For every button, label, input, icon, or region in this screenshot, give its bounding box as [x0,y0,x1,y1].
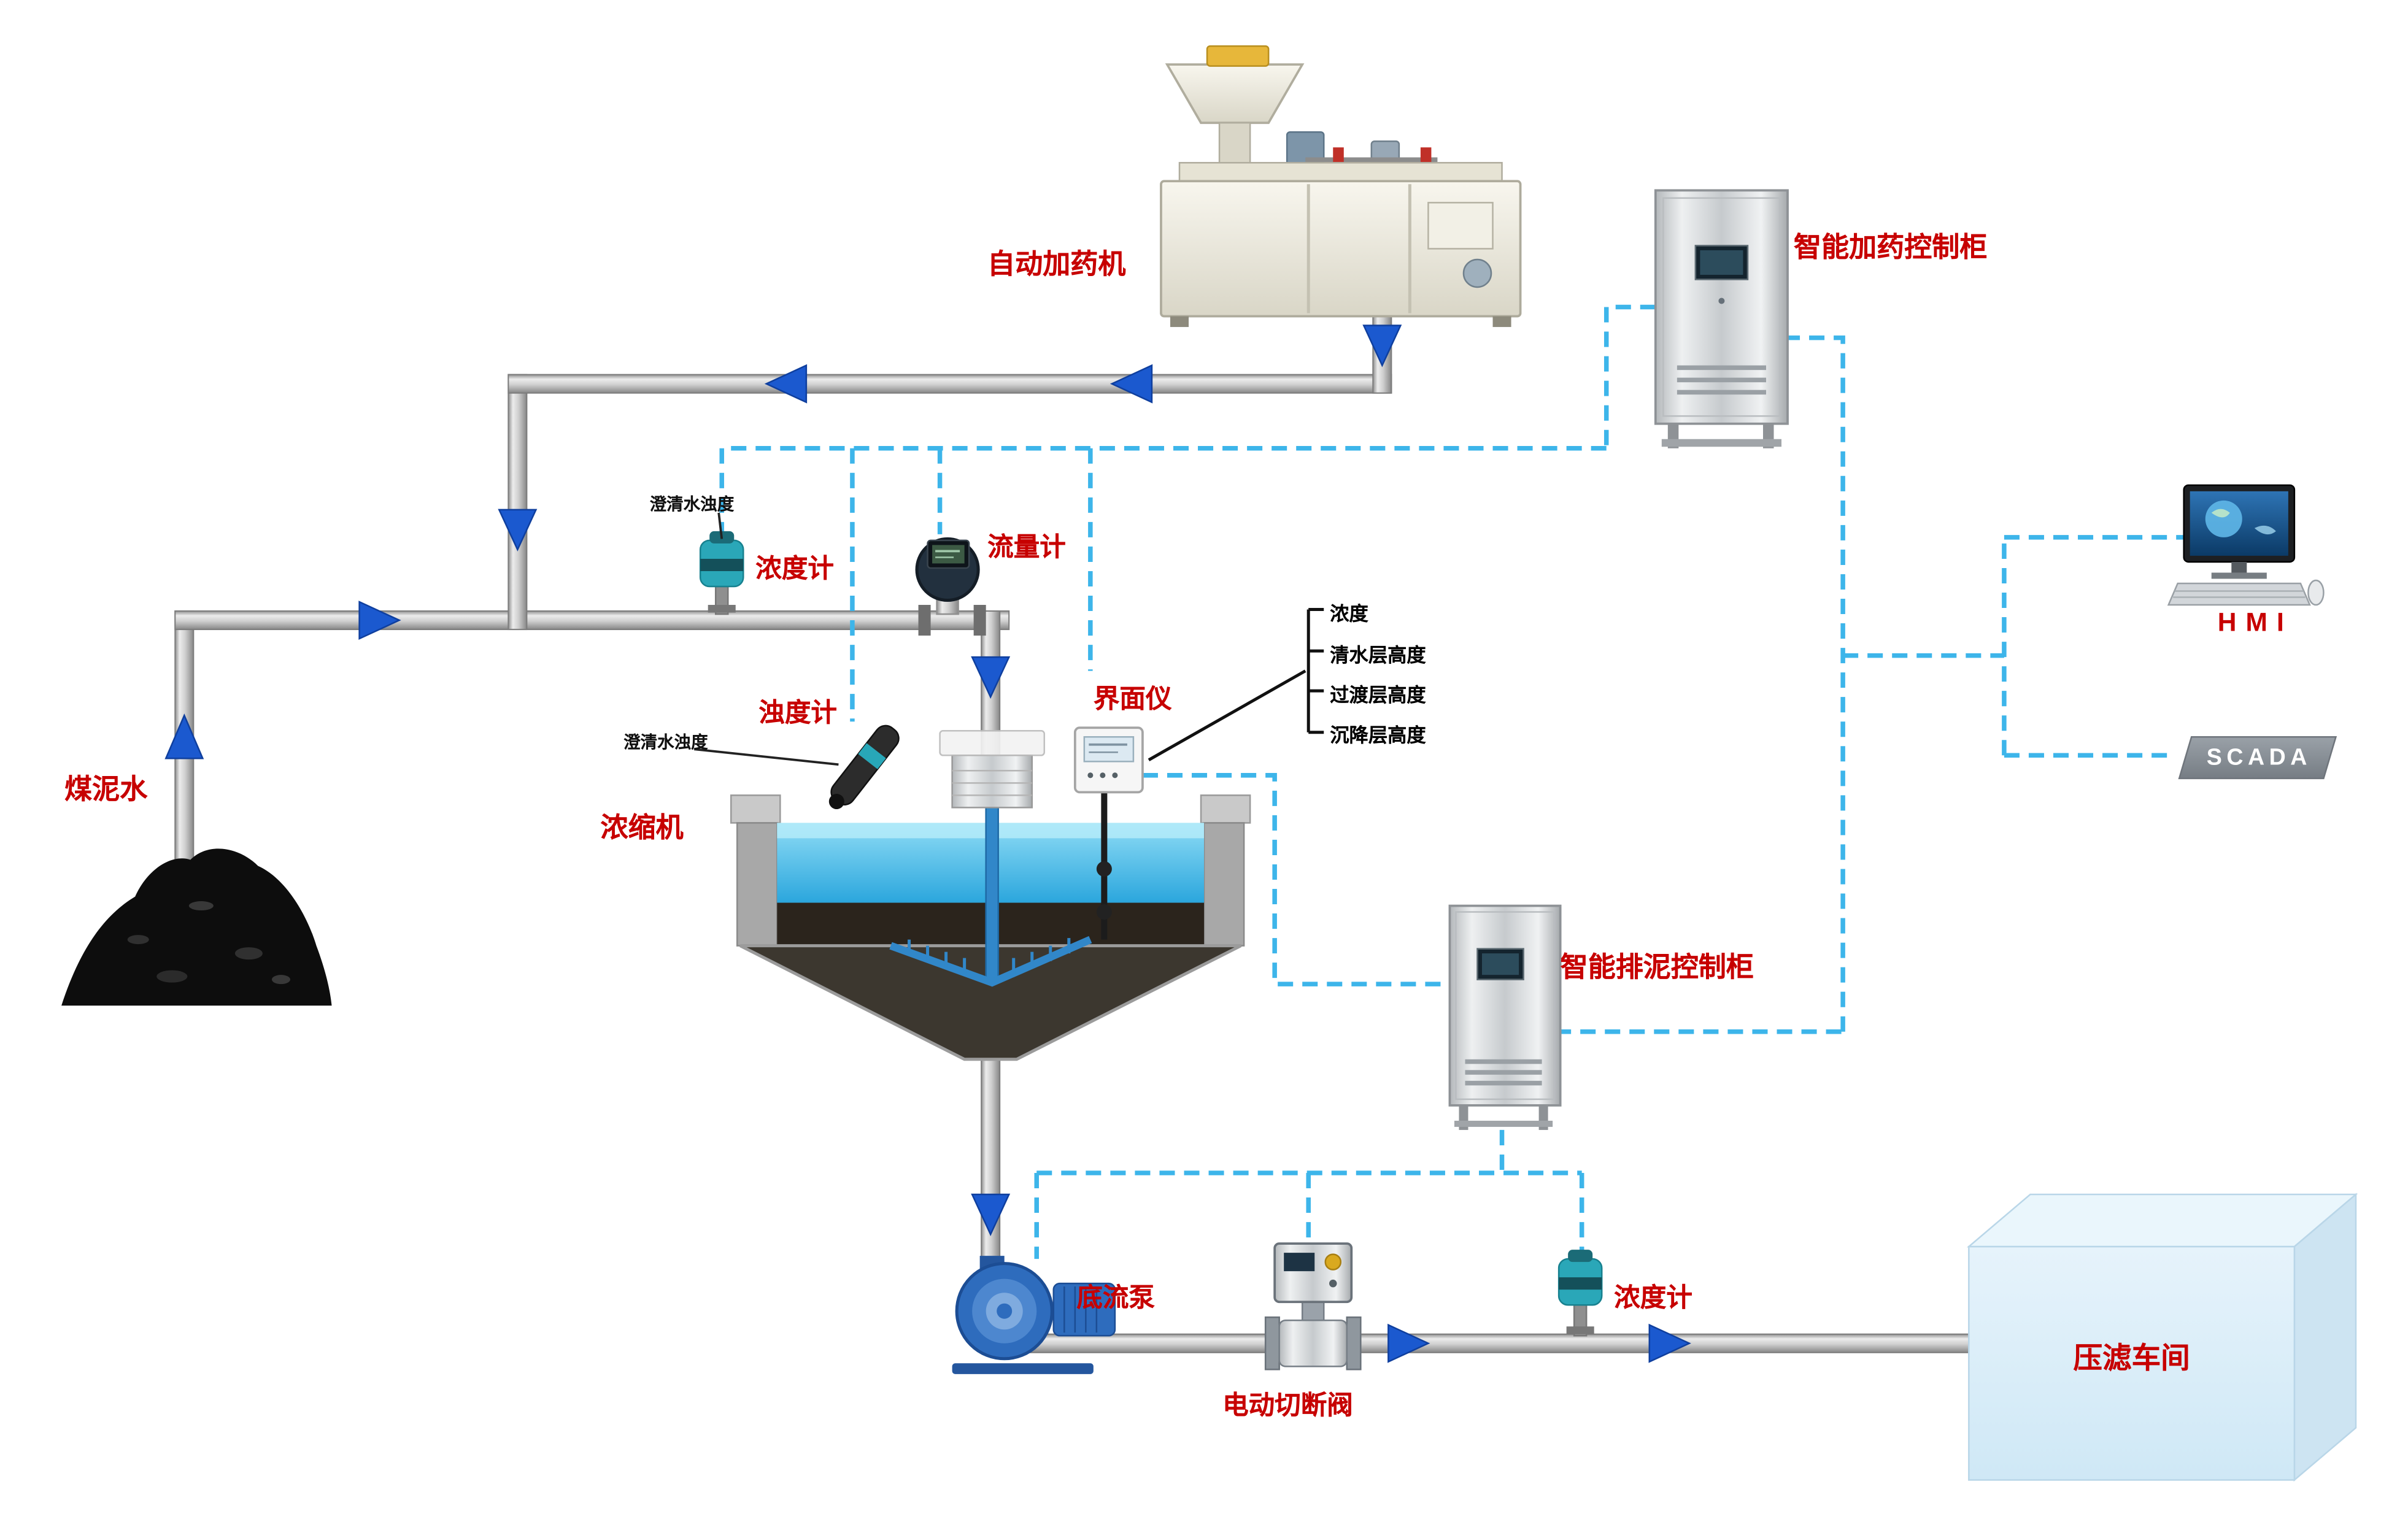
hmi-computer-graphic [2167,484,2325,606]
electric-shutoff-valve-graphic [1264,1242,1362,1370]
smart-sludge-cabinet-label: 智能排泥控制柜 [1560,951,1754,983]
density-meter-bottom-graphic [1557,1250,1603,1337]
scada-label: SCADA [2206,744,2312,771]
electric-shutoff-valve-label: 电动切断阀 [1222,1391,1353,1420]
interface-meter-graphic [1073,726,1144,940]
underflow-pump-graphic [952,1256,1116,1374]
thickener-label: 浓缩机 [600,812,684,843]
turbidity-meter-label: 浊度计 [758,698,837,728]
turbidity-meter-graphic [693,724,900,810]
interface-measurement-clear-layer: 清水层高度 [1330,645,1426,667]
signal-dashed-lines [719,304,2184,1259]
auto-dosing-machine-graphic [1160,45,1522,328]
filter-press-workshop-graphic [1966,1193,2358,1482]
underflow-pump-label: 底流泵 [1076,1283,1155,1313]
density-meter-bottom-label: 浓度计 [1614,1283,1692,1313]
thickener-graphic [730,729,1251,1061]
smart-dosing-cabinet-label: 智能加药控制柜 [1794,231,1988,263]
interface-measurement-density: 浓度 [1330,603,1368,625]
clarified-turbidity-top-note: 澄清水浊度 [649,496,735,515]
filter-press-workshop-label: 压滤车间 [2073,1343,2190,1376]
smart-sludge-cabinet-graphic [1448,904,1562,1130]
flow-arrow-icons [164,325,1691,1363]
scada-badge-graphic [2178,736,2337,780]
auto-dosing-machine-label: 自动加药机 [987,248,1126,280]
density-meter-top-label: 浓度计 [755,554,834,583]
hmi-label: HMI [2217,608,2293,637]
density-meter-top-graphic [699,512,744,615]
clarified-turbidity-side-note: 澄清水浊度 [623,734,708,753]
coal-pile-graphic [61,848,332,1006]
flow-meter-label: 流量计 [987,532,1066,562]
interface-meter-label: 界面仪 [1093,685,1172,714]
interface-measurement-settling-layer: 沉降层高度 [1330,724,1426,747]
interface-measurement-bracket [1148,608,1324,761]
flow-meter-graphic [915,537,986,636]
smart-dosing-cabinet-graphic [1654,189,1789,448]
coal-slurry-label: 煤泥水 [64,774,148,805]
interface-measurement-transition-layer: 过渡层高度 [1330,685,1426,707]
